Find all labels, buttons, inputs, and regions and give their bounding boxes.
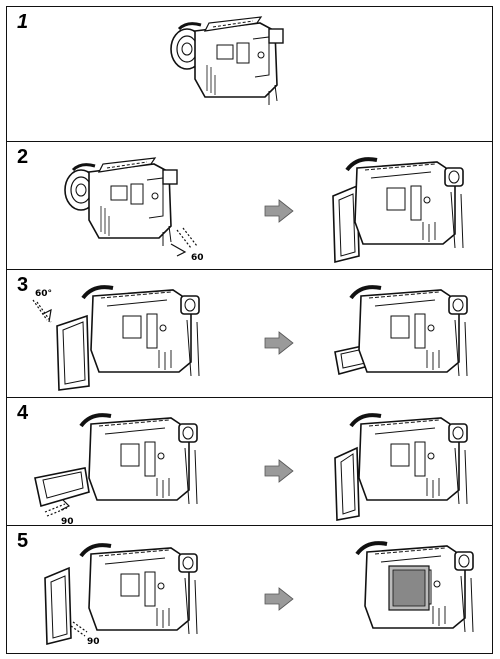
- camcorder-lcd-rotate-icon: 60°: [32, 285, 201, 391]
- step-4-panel: 4 90: [7, 397, 492, 527]
- instruction-sheet: 1 2 60 3 60°: [6, 6, 493, 654]
- step-1-panel: 1: [7, 7, 492, 141]
- step-number: 4: [17, 402, 29, 424]
- step-number: 2: [17, 146, 29, 168]
- camcorder-lcd-open-icon: [332, 157, 465, 264]
- step-number: 5: [17, 530, 29, 552]
- right-arrow-icon: [264, 199, 294, 223]
- camcorder-lcd-flipped-icon: [334, 285, 469, 378]
- camcorder-lcd-closed-icon: [355, 541, 475, 634]
- camcorder-lcd-vertical-icon: [334, 413, 469, 521]
- rotation-angle-label: 90: [61, 517, 74, 527]
- step-5-panel: 5 90: [7, 525, 492, 655]
- rotation-angle-label: 60: [191, 253, 204, 263]
- camcorder-lcd-tilt-icon: 90: [34, 413, 199, 527]
- camcorder-lcd-close-icon: 90: [44, 543, 199, 647]
- step-number: 1: [17, 11, 29, 33]
- rotation-angle-label: 90: [87, 637, 100, 647]
- right-arrow-icon: [264, 459, 294, 483]
- right-arrow-icon: [264, 587, 294, 611]
- rotation-angle-label: 60°: [35, 289, 52, 299]
- step-2-panel: 2 60: [7, 141, 492, 269]
- right-arrow-icon: [264, 331, 294, 355]
- camcorder-closed-icon: 60: [63, 156, 204, 263]
- camcorder-icon: [169, 15, 285, 107]
- step-number: 3: [17, 274, 29, 296]
- step-3-panel: 3 60°: [7, 269, 492, 397]
